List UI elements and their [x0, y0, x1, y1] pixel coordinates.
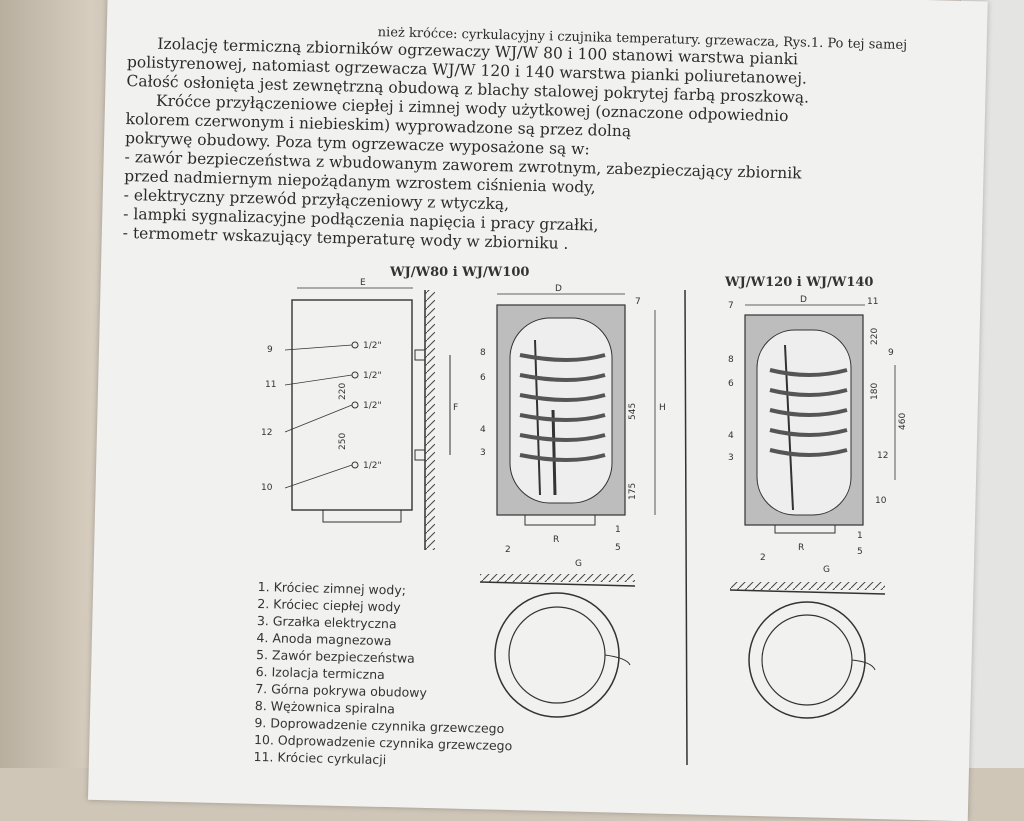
callout-4: 4 [728, 431, 734, 441]
title-wjw120-140: WJ/W120 i WJ/W140 [724, 275, 873, 290]
callout-3: 3 [480, 448, 486, 458]
dim-f-label: F [453, 403, 458, 413]
callout-5: 5 [615, 543, 621, 553]
callout-11: 11 [265, 380, 276, 390]
heater-diagram: WJ/W80 i WJ/W100 WJ/W120 i WJ/W140 E F 1… [261, 265, 908, 765]
callout-4: 4 [480, 425, 486, 435]
callout-11: 11 [867, 297, 878, 307]
thread-label: 1/2" [363, 341, 382, 351]
callout-1: 1 [615, 525, 621, 535]
parts-legend: 1. Króciec zimnej wody; 2. Króciec ciepł… [253, 578, 516, 771]
dim-175-label: 175 [628, 483, 638, 500]
callout-5: 5 [857, 547, 863, 557]
callout-1: 1 [857, 531, 863, 541]
dim-d-label: D [555, 284, 562, 294]
dim-r-label: R [553, 535, 559, 545]
side-view-small: E F 1/2" 1/2" 1/2" 1/2" 220 250 9 11 12 … [261, 278, 458, 550]
callout-3: 3 [728, 453, 734, 463]
dim-g-label: G [823, 565, 830, 575]
thread-label: 1/2" [363, 371, 382, 381]
callout-2: 2 [760, 553, 766, 563]
callout-10: 10 [875, 496, 887, 506]
callout-2: 2 [505, 545, 511, 555]
callout-8: 8 [728, 355, 734, 365]
dim-e-label: E [360, 278, 366, 288]
dim-g-label: G [575, 559, 582, 569]
dim-545-label: 545 [628, 403, 638, 420]
thread-label: 1/2" [363, 461, 382, 471]
dim-r-label: R [798, 543, 804, 553]
callout-8: 8 [480, 348, 486, 358]
dim-180-label: 180 [870, 383, 880, 400]
callout-6: 6 [728, 379, 734, 389]
top-view-small: G [479, 559, 636, 718]
dim-460-label: 460 [898, 413, 908, 430]
dim-250-label: 250 [338, 433, 348, 450]
title-wjw80-100: WJ/W80 i WJ/W100 [389, 265, 529, 280]
callout-12: 12 [261, 428, 272, 438]
top-view-large: G [729, 565, 886, 719]
section-view-small: D H 545 175 7 8 6 4 3 2 R 1 5 [480, 284, 666, 555]
callout-6: 6 [480, 373, 486, 383]
dim-d-label: D [800, 295, 807, 305]
dim-220-label: 220 [338, 383, 348, 400]
callout-12: 12 [877, 451, 888, 461]
dim-220-label: 220 [870, 328, 880, 345]
dim-h-label: H [659, 403, 666, 413]
body-text: nież króćce: cyrkulacyjny i czujnika tem… [123, 20, 928, 262]
callout-9: 9 [267, 345, 273, 355]
callout-7: 7 [635, 297, 641, 307]
callout-9: 9 [888, 348, 894, 358]
callout-7: 7 [728, 301, 734, 311]
section-view-large: D 220 180 460 7 11 9 8 6 4 3 12 10 2 R 1… [728, 295, 908, 563]
thread-label: 1/2" [363, 401, 382, 411]
callout-10: 10 [261, 483, 273, 493]
